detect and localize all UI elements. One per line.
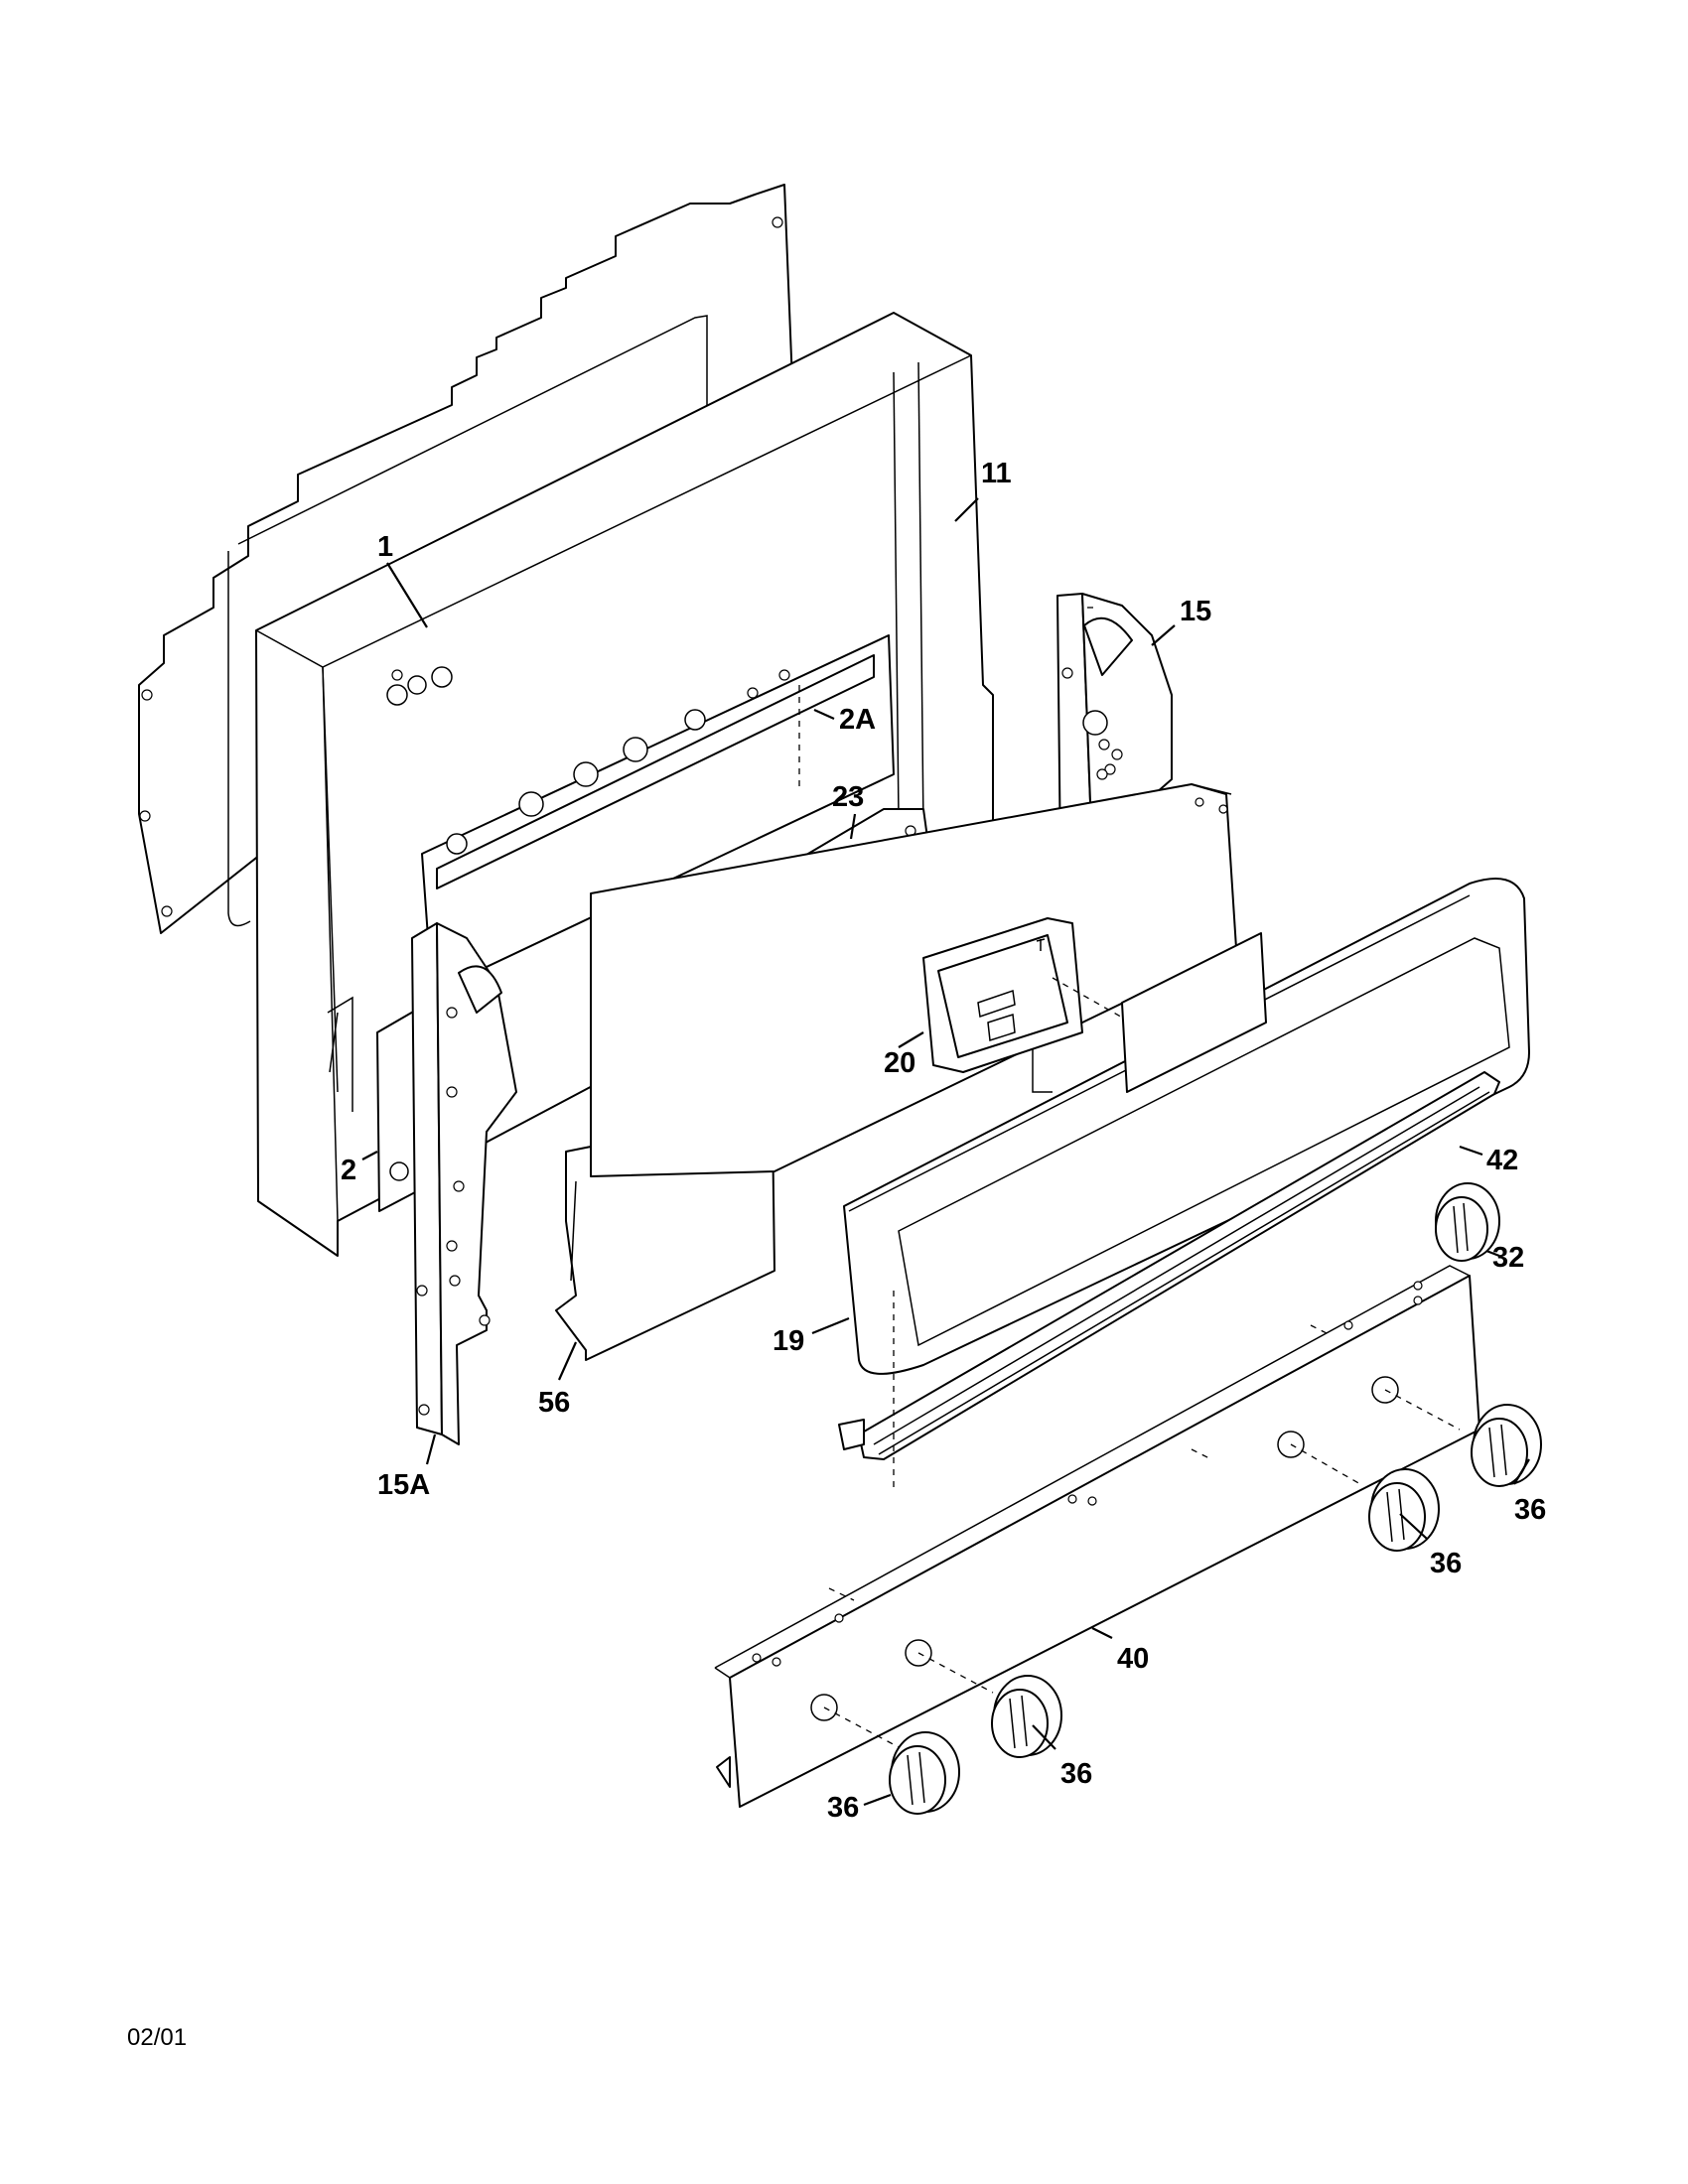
knob-part-36-left: [889, 1731, 960, 1815]
callout-19: 19: [773, 1325, 804, 1357]
side-bracket-part-15: [1056, 593, 1173, 865]
shield-part-2a: [421, 634, 895, 994]
knob-part-36-middle-left: [991, 1675, 1062, 1758]
leader-lines: [361, 497, 1530, 1807]
callout-11: 11: [981, 458, 1012, 489]
backsplash-panel: [590, 783, 1237, 1177]
callout-15: 15: [1180, 596, 1211, 627]
trim-rail-part-42: [838, 1071, 1500, 1489]
callout-56: 56: [538, 1387, 570, 1419]
callout-20: 20: [884, 1047, 915, 1079]
knob-part-32: [1435, 1182, 1500, 1262]
callout-36-middle-right: 36: [1430, 1548, 1462, 1579]
callout-32: 32: [1492, 1242, 1524, 1274]
control-board-part-20: [922, 917, 1272, 1103]
callout-1: 1: [377, 531, 393, 563]
footer-date-code: 02/01: [127, 2024, 187, 2051]
callout-42: 42: [1486, 1145, 1518, 1176]
callout-36-middle-left: 36: [1060, 1758, 1092, 1790]
callout-36-right: 36: [1514, 1494, 1546, 1526]
callout-15a: 15A: [377, 1469, 430, 1501]
callout-23: 23: [832, 781, 864, 813]
callout-labels: 1 11 15 2A 23 20 42 32 2 19 56 15A 36 36…: [341, 458, 1546, 1824]
side-bracket-part-15a: [411, 922, 517, 1445]
control-panel-trim-part-19: [843, 878, 1530, 1375]
callout-40: 40: [1117, 1643, 1149, 1675]
callout-36-left: 36: [827, 1792, 859, 1824]
callout-2a: 2A: [839, 704, 876, 736]
callout-2: 2: [341, 1155, 356, 1186]
knob-panel-part-40: [714, 1265, 1480, 1808]
knob-part-36-right: [1471, 1404, 1542, 1487]
knob-part-36-middle-right: [1368, 1468, 1440, 1552]
bracket-part-2: [376, 1010, 418, 1212]
